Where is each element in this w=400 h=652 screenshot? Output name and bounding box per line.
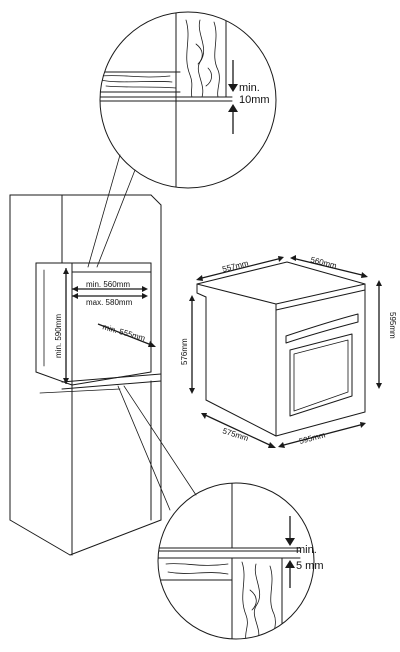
cabinet-width-max: max. 580mm xyxy=(86,298,133,307)
top-min-label: min. xyxy=(239,82,260,94)
oven-bottom-depth-dimension xyxy=(202,413,275,448)
arrow-right-icon xyxy=(278,256,284,262)
bottom-gap-value: 5 mm xyxy=(296,560,324,572)
arrow-down-icon xyxy=(63,378,69,384)
arrow-left-icon xyxy=(72,286,78,292)
oven-window-inner xyxy=(293,339,349,412)
arrow-left-icon xyxy=(290,255,296,261)
arrow-down-icon xyxy=(285,538,295,546)
oven-front-bottom-edge xyxy=(275,411,366,437)
cabinet-top-corner xyxy=(150,194,162,206)
cabinet-upper-front xyxy=(9,194,63,264)
shelf-pointer-line xyxy=(39,388,121,394)
arrow-left-icon xyxy=(196,275,203,281)
shelf-lower-edge xyxy=(61,380,162,390)
arrow-up-icon xyxy=(63,268,69,274)
arrow-up-icon xyxy=(228,104,238,112)
top-leader-line xyxy=(87,154,121,268)
oven-bottom-width-dimension xyxy=(279,423,365,447)
oven-left-height: 576mm xyxy=(180,338,189,365)
bottom-detail-circle: min. 5 mm xyxy=(117,385,324,640)
bottom-leader-line xyxy=(123,385,197,496)
arrow-left-icon xyxy=(201,413,207,419)
arrow-right-icon xyxy=(142,293,148,299)
oven-bottom-width: 595mm xyxy=(298,430,326,446)
oven-door-handle xyxy=(285,313,359,344)
cabinet: min. 560mm max. 580mm min. 590mm min. 55… xyxy=(9,194,162,556)
oven-top-depth-dimension xyxy=(197,257,283,280)
cabinet-base-front xyxy=(69,519,162,556)
wood-grain xyxy=(185,19,193,98)
cabinet-height-min: min. 590mm xyxy=(54,314,63,358)
oven-window xyxy=(289,333,353,417)
arrow-right-icon xyxy=(268,442,276,448)
bottom-leader-line xyxy=(117,385,171,511)
wood-grain xyxy=(205,67,212,87)
cabinet-width-min: min. 560mm xyxy=(86,280,130,289)
shelf-front-edge xyxy=(61,373,162,383)
wood-grain xyxy=(197,19,205,98)
arrow-up-icon xyxy=(285,560,295,568)
oven-right-height: 595mm xyxy=(388,312,397,339)
arrow-right-icon xyxy=(142,286,148,292)
arrow-down-icon xyxy=(189,388,195,394)
arrow-up-icon xyxy=(189,295,195,301)
wood-grain xyxy=(241,561,248,639)
top-detail-circle: min. 10mm xyxy=(87,11,277,268)
wood-grain xyxy=(167,571,229,575)
oven-side-bottom-edge xyxy=(205,399,277,437)
oven-front-top-edge xyxy=(275,289,366,311)
wood-grain xyxy=(100,75,171,78)
arrow-right-icon xyxy=(148,341,156,347)
arrow-down-icon xyxy=(376,383,382,389)
top-detail-outline xyxy=(99,11,277,189)
arrow-right-icon xyxy=(360,422,366,428)
arrow-left-icon xyxy=(72,293,78,299)
cabinet-base-edge xyxy=(9,519,71,556)
wood-grain xyxy=(249,589,257,611)
arrow-left-icon xyxy=(278,442,285,448)
bottom-detail-outline xyxy=(157,482,315,640)
oven-top-width-dimension xyxy=(291,257,367,277)
top-gap-value: 10mm xyxy=(239,94,270,106)
arrow-down-icon xyxy=(228,84,238,92)
arrow-right-icon xyxy=(361,272,368,278)
oven-mount-bracket xyxy=(196,283,207,298)
bottom-min-label: min. xyxy=(296,544,317,556)
wood-grain xyxy=(100,79,173,83)
wood-grain xyxy=(165,563,229,566)
wood-grain xyxy=(253,563,261,639)
oven: 557mm 560mm 576mm 595mm 575mm 595mm xyxy=(180,255,397,448)
top-leader-line xyxy=(96,169,136,268)
oven-top-width: 560mm xyxy=(310,255,338,270)
cabinet-depth-dimension xyxy=(97,323,155,347)
wood-grain xyxy=(195,43,203,65)
arrow-up-icon xyxy=(376,280,382,286)
wood-grain xyxy=(213,21,220,98)
cabinet-depth-min: min. 555mm xyxy=(101,322,146,343)
wood-grain xyxy=(105,85,177,89)
